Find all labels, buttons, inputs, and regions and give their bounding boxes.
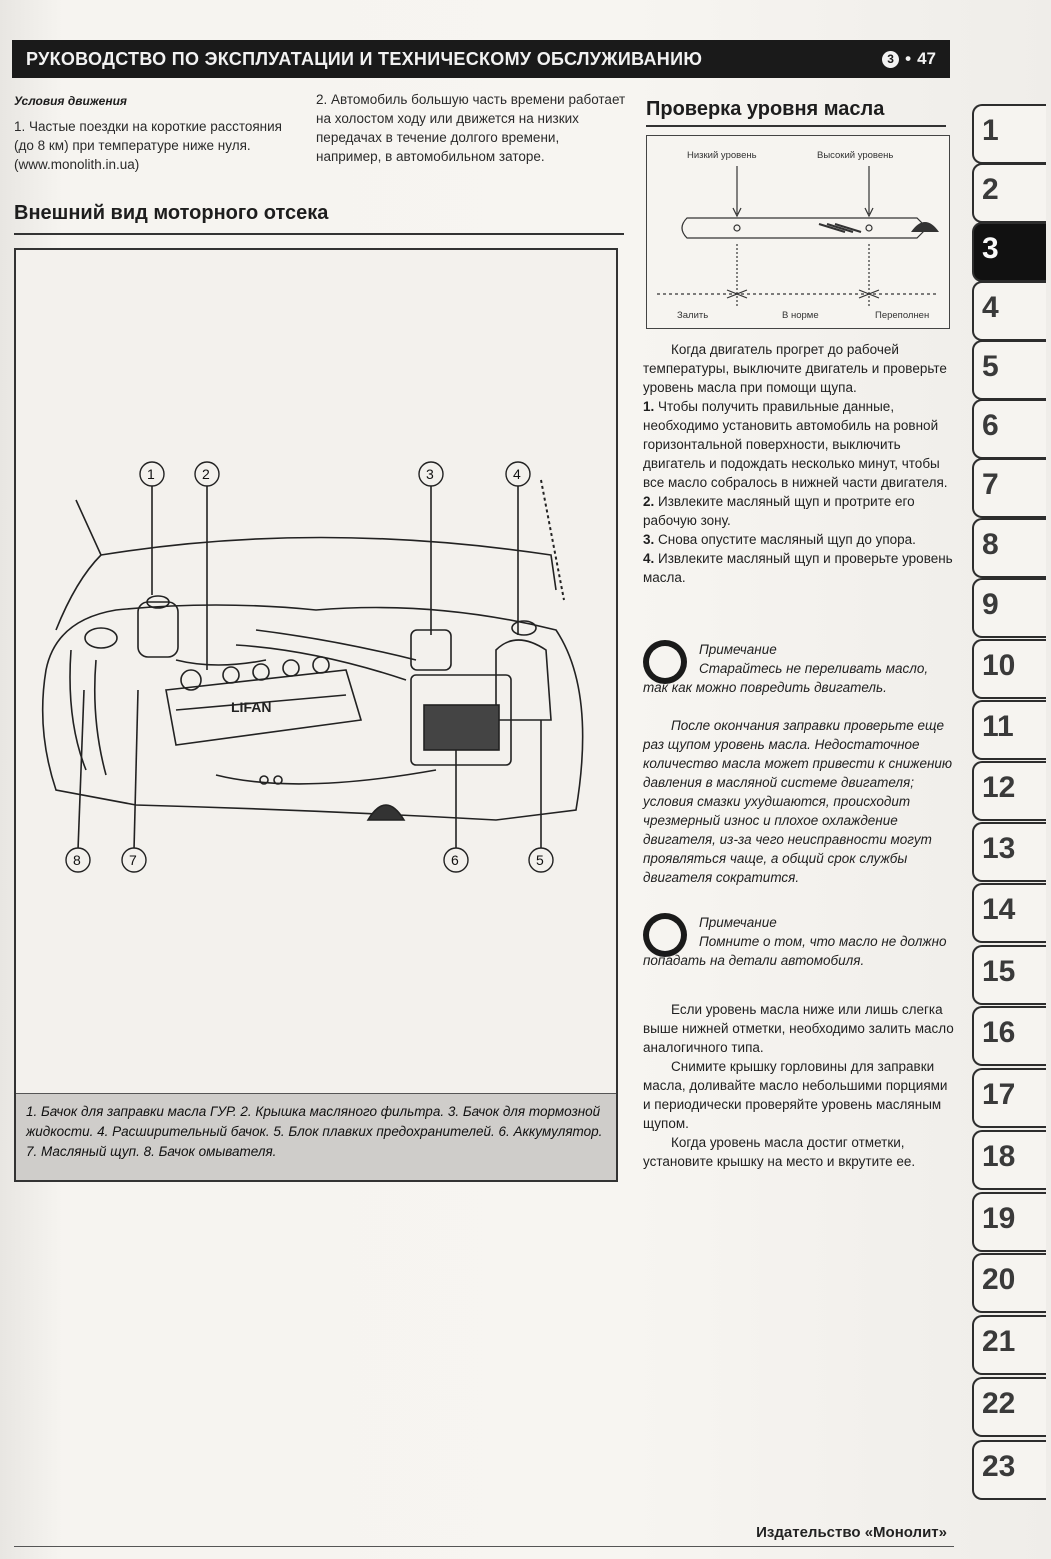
overfull-label: Переполнен xyxy=(875,310,929,321)
callout-6 xyxy=(443,847,469,873)
callout-2-label: 2 xyxy=(202,466,210,482)
callout-4 xyxy=(505,461,531,487)
callout-1-label: 1 xyxy=(147,466,155,482)
refill-paragraph-1: Если уровень масла ниже или лишь слегка … xyxy=(643,1002,954,1055)
publisher-footer: Издательство «Монолит» xyxy=(756,1524,947,1541)
chapter-tab-5[interactable]: 5 xyxy=(972,340,1046,400)
oil-title-divider xyxy=(646,125,946,127)
note-2: Примечание Помните о том, что масло не д… xyxy=(643,913,955,983)
note-2-heading: Примечание xyxy=(699,915,777,930)
driving-condition-1: 1. Частые поездки на короткие расстояния… xyxy=(14,119,282,172)
page-header: РУКОВОДСТВО ПО ЭКСПЛУАТАЦИИ И ТЕХНИЧЕСКО… xyxy=(12,40,950,78)
chapter-tab-2[interactable]: 2 xyxy=(972,163,1046,223)
note-1: Примечание Старайтесь не переливать масл… xyxy=(643,640,955,900)
chapter-tab-17[interactable]: 17 xyxy=(972,1068,1046,1128)
header-title: РУКОВОДСТВО ПО ЭКСПЛУАТАЦИИ И ТЕХНИЧЕСКО… xyxy=(26,49,703,69)
chapter-tab-9[interactable]: 9 xyxy=(972,578,1046,638)
figure-caption: 1. Бачок для заправки масла ГУР. 2. Крыш… xyxy=(26,1104,603,1159)
chapter-tab-1[interactable]: 1 xyxy=(972,104,1046,164)
chapter-tab-15[interactable]: 15 xyxy=(972,945,1046,1005)
engine-section-title: Внешний вид моторного отсека xyxy=(14,202,329,224)
chapter-tab-7[interactable]: 7 xyxy=(972,458,1046,518)
svg-text:LIFAN: LIFAN xyxy=(231,699,271,715)
oil-check-text: Когда двигатель прогрет до рабочей темпе… xyxy=(643,340,955,587)
note-1-text: Старайтесь не переливать масло, так как … xyxy=(643,661,929,695)
callout-7 xyxy=(121,847,147,873)
step-1: 1. Чтобы получить правильные данные, нео… xyxy=(643,399,948,490)
section-divider xyxy=(14,233,624,235)
refill-paragraph-2: Снимите крышку горловины для заправки ма… xyxy=(643,1059,948,1131)
callout-1 xyxy=(139,461,165,487)
chapter-tab-11[interactable]: 11 xyxy=(972,700,1046,760)
normal-label: В норме xyxy=(782,310,819,321)
chapter-tab-13[interactable]: 13 xyxy=(972,822,1046,882)
refill-paragraph-3: Когда уровень масла достиг отметки, уста… xyxy=(643,1135,916,1169)
fill-label: Залить xyxy=(677,310,708,321)
header-page-number: 3 • 47 xyxy=(882,49,936,69)
chapter-tab-8[interactable]: 8 xyxy=(972,518,1046,578)
low-level-label: Низкий уровень xyxy=(687,150,757,161)
engine-bay-illustration: LIFAN xyxy=(41,461,584,873)
driving-conditions-heading: Условия движения xyxy=(14,94,127,108)
chapter-tab-12[interactable]: 12 xyxy=(972,761,1046,821)
note-1-more: После окончания заправки проверьте еще р… xyxy=(643,718,953,885)
callout-6-label: 6 xyxy=(451,852,459,868)
chapter-tab-14[interactable]: 14 xyxy=(972,883,1046,943)
driving-condition-2: 2. Автомобиль большую часть времени рабо… xyxy=(316,92,626,164)
callout-3 xyxy=(418,461,444,487)
chapter-tab-18[interactable]: 18 xyxy=(972,1130,1046,1190)
chapter-tab-20[interactable]: 20 xyxy=(972,1253,1046,1313)
callout-5 xyxy=(528,847,554,873)
dipstick-svg: Низкий уровень Высокий уровень Залить В … xyxy=(657,150,939,321)
figure-caption-bar: 1. Бачок для заправки масла ГУР. 2. Крыш… xyxy=(16,1093,616,1180)
lightbulb-icon xyxy=(643,913,687,957)
step-4: 4. Извлеките масляный щуп и проверьте ур… xyxy=(643,551,953,585)
page-number: 47 xyxy=(917,49,936,68)
chapter-tab-22[interactable]: 22 xyxy=(972,1377,1046,1437)
lightbulb-icon xyxy=(643,640,687,684)
step-2: 2. Извлеките масляный щуп и протрите его… xyxy=(643,494,915,528)
dipstick-diagram: Низкий уровень Высокий уровень Залить В … xyxy=(646,135,950,329)
note-1-heading: Примечание xyxy=(699,642,777,657)
oil-section-title: Проверка уровня масла xyxy=(646,98,885,120)
chapter-tab-23[interactable]: 23 xyxy=(972,1440,1046,1500)
chapter-tab-4[interactable]: 4 xyxy=(972,281,1046,341)
chapter-tab-16[interactable]: 16 xyxy=(972,1006,1046,1066)
high-level-label: Высокий уровень xyxy=(817,150,893,161)
chapter-tab-21[interactable]: 21 xyxy=(972,1315,1046,1375)
footer-divider xyxy=(14,1546,954,1547)
chapter-tab-19[interactable]: 19 xyxy=(972,1192,1046,1252)
callout-2 xyxy=(194,461,220,487)
callout-4-label: 4 xyxy=(513,466,521,482)
oil-refill-text: Если уровень масла ниже или лишь слегка … xyxy=(643,1000,955,1171)
monolith-logo-icon xyxy=(911,222,939,232)
callout-5-label: 5 xyxy=(536,852,544,868)
oil-intro: Когда двигатель прогрет до рабочей темпе… xyxy=(643,342,947,395)
callout-8 xyxy=(65,847,91,873)
callout-8-label: 8 xyxy=(73,852,81,868)
callout-7-label: 7 xyxy=(129,852,137,868)
chapter-tab-3[interactable]: 3 xyxy=(972,222,1046,282)
callout-3-label: 3 xyxy=(426,466,434,482)
engine-bay-figure: LIFAN xyxy=(14,248,618,1182)
chapter-tab-10[interactable]: 10 xyxy=(972,639,1046,699)
chapter-circle-icon: 3 xyxy=(882,50,900,68)
note-2-text: Помните о том, что масло не должно попад… xyxy=(643,934,947,968)
chapter-tab-6[interactable]: 6 xyxy=(972,399,1046,459)
step-3: 3. Снова опустите масляный щуп до упора. xyxy=(643,532,916,547)
